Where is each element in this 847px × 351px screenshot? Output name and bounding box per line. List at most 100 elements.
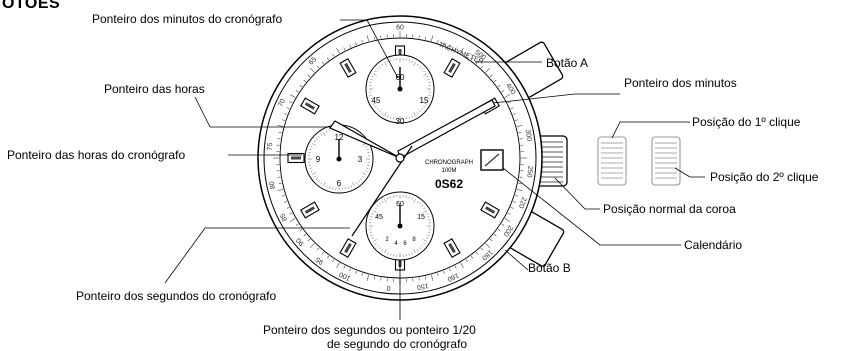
tachymeter-tick — [514, 195, 519, 197]
tachymeter-tick — [307, 74, 311, 78]
label-second-click: Posição do 2º clique — [710, 170, 819, 184]
subdial-tick — [310, 146, 313, 148]
bezel-number: 220 — [517, 196, 528, 209]
label-minute-hand: Ponteiro dos minutos — [624, 76, 737, 90]
tachymeter-tick — [355, 270, 357, 274]
tachymeter-tick — [316, 247, 320, 251]
tachymeter-tick — [512, 113, 516, 115]
subdial-tick — [315, 178, 318, 180]
subdial-tick — [416, 249, 419, 252]
hour-marker — [287, 152, 305, 164]
tachymeter-tick — [504, 94, 511, 98]
bezel-number: 60 — [396, 25, 404, 32]
top-subdial-pin — [397, 86, 403, 92]
subdial-tick — [387, 60, 389, 63]
subdial-tick — [370, 216, 373, 218]
subdial-tick — [371, 213, 374, 215]
tachymeter-tick — [361, 272, 363, 277]
bezel-number: 150 — [416, 282, 429, 291]
tachymeter-tick — [443, 42, 445, 46]
hour-marker — [480, 201, 500, 219]
tachymeter-tick — [510, 107, 514, 110]
tachymeter-tick — [480, 65, 484, 69]
center-pin — [395, 153, 405, 163]
svg-text:15: 15 — [420, 96, 429, 105]
subdial-tick — [390, 253, 392, 256]
bottom-subdial-pin — [397, 223, 403, 229]
tachymeter-tick — [349, 268, 352, 272]
subdial-tick — [355, 182, 358, 185]
subdial-tick — [413, 62, 416, 66]
subdial-tick — [326, 130, 328, 133]
tachymeter-tick — [343, 47, 346, 51]
bezel-number: 300 — [524, 129, 533, 142]
tachymeter-tick — [299, 228, 303, 232]
svg-text:45: 45 — [372, 96, 381, 105]
tachymeter-tick — [321, 61, 325, 65]
subdial-tick — [318, 135, 320, 138]
tachymeter-tick — [497, 84, 501, 88]
tachymeter-tick — [489, 74, 493, 78]
label-small-second-line1: Ponteiro dos segundos ou ponteiro 1/20 — [263, 323, 476, 337]
subdial-tick — [320, 133, 323, 136]
tachymeter-tick — [316, 65, 320, 69]
tachymeter-scale — [273, 31, 527, 285]
subdial-tick — [408, 196, 410, 199]
subdial-tick — [421, 205, 424, 207]
tachymeter-tick — [470, 57, 474, 61]
tachymeter-tick — [326, 57, 330, 61]
tachymeter-tick — [431, 274, 434, 281]
bezel-number: 100 — [338, 270, 352, 281]
hour-marker — [300, 201, 320, 219]
hour-marker — [339, 238, 357, 258]
subdial-tick — [376, 68, 379, 70]
tachymeter-tick — [424, 36, 427, 40]
subdial-tick — [427, 79, 430, 81]
subdial-tick — [419, 202, 421, 205]
tachymeter-tick — [518, 131, 522, 134]
tachymeter-tick — [485, 243, 491, 249]
subdial-tick — [347, 186, 349, 189]
caliber-text: 0S62 — [435, 177, 463, 191]
tachymeter-tick — [448, 268, 451, 272]
svg-text:60: 60 — [396, 201, 404, 208]
subdial-tick — [313, 175, 316, 178]
subdial-tick — [411, 115, 413, 118]
tachymeter-tick — [289, 94, 296, 98]
tachymeter-tick — [504, 218, 511, 222]
tachymeter-tick — [299, 84, 303, 88]
tachymeter-tick — [366, 274, 369, 281]
bezel-number: 250 — [525, 165, 533, 177]
tachymeter-tick — [510, 206, 514, 209]
tachymeter-tick — [281, 119, 286, 121]
bezel-number: 70 — [277, 98, 287, 108]
subdial-tick — [323, 132, 326, 136]
subdial-tick — [320, 182, 323, 185]
tachymeter-tick — [349, 44, 352, 48]
svg-text:45: 45 — [375, 214, 383, 221]
subdial-tick — [312, 143, 316, 146]
page-title: OTOES — [2, 0, 61, 12]
minute-hand — [397, 99, 496, 159]
tachymeter-tick — [326, 255, 330, 259]
subdial-tick — [413, 112, 416, 116]
svg-text:4: 4 — [394, 241, 398, 247]
subdial-tick — [419, 110, 421, 113]
tachymeter-tick — [286, 206, 290, 209]
svg-text:8: 8 — [412, 237, 416, 243]
subdial-tick — [309, 167, 312, 169]
tachymeter-tick — [289, 212, 293, 215]
subdial-tick — [421, 245, 424, 247]
tachymeter-tick — [512, 201, 516, 203]
tachymeter-tick — [278, 131, 282, 134]
subdial-tick — [419, 247, 421, 250]
subdial-tick — [423, 207, 426, 210]
subdial-tick — [423, 70, 426, 73]
tachymeter-tick — [343, 265, 346, 269]
tachymeter-tick — [361, 39, 363, 44]
tachymeter-tick — [277, 189, 284, 192]
subdial-tick — [427, 234, 430, 236]
subdial-tick — [384, 249, 387, 253]
